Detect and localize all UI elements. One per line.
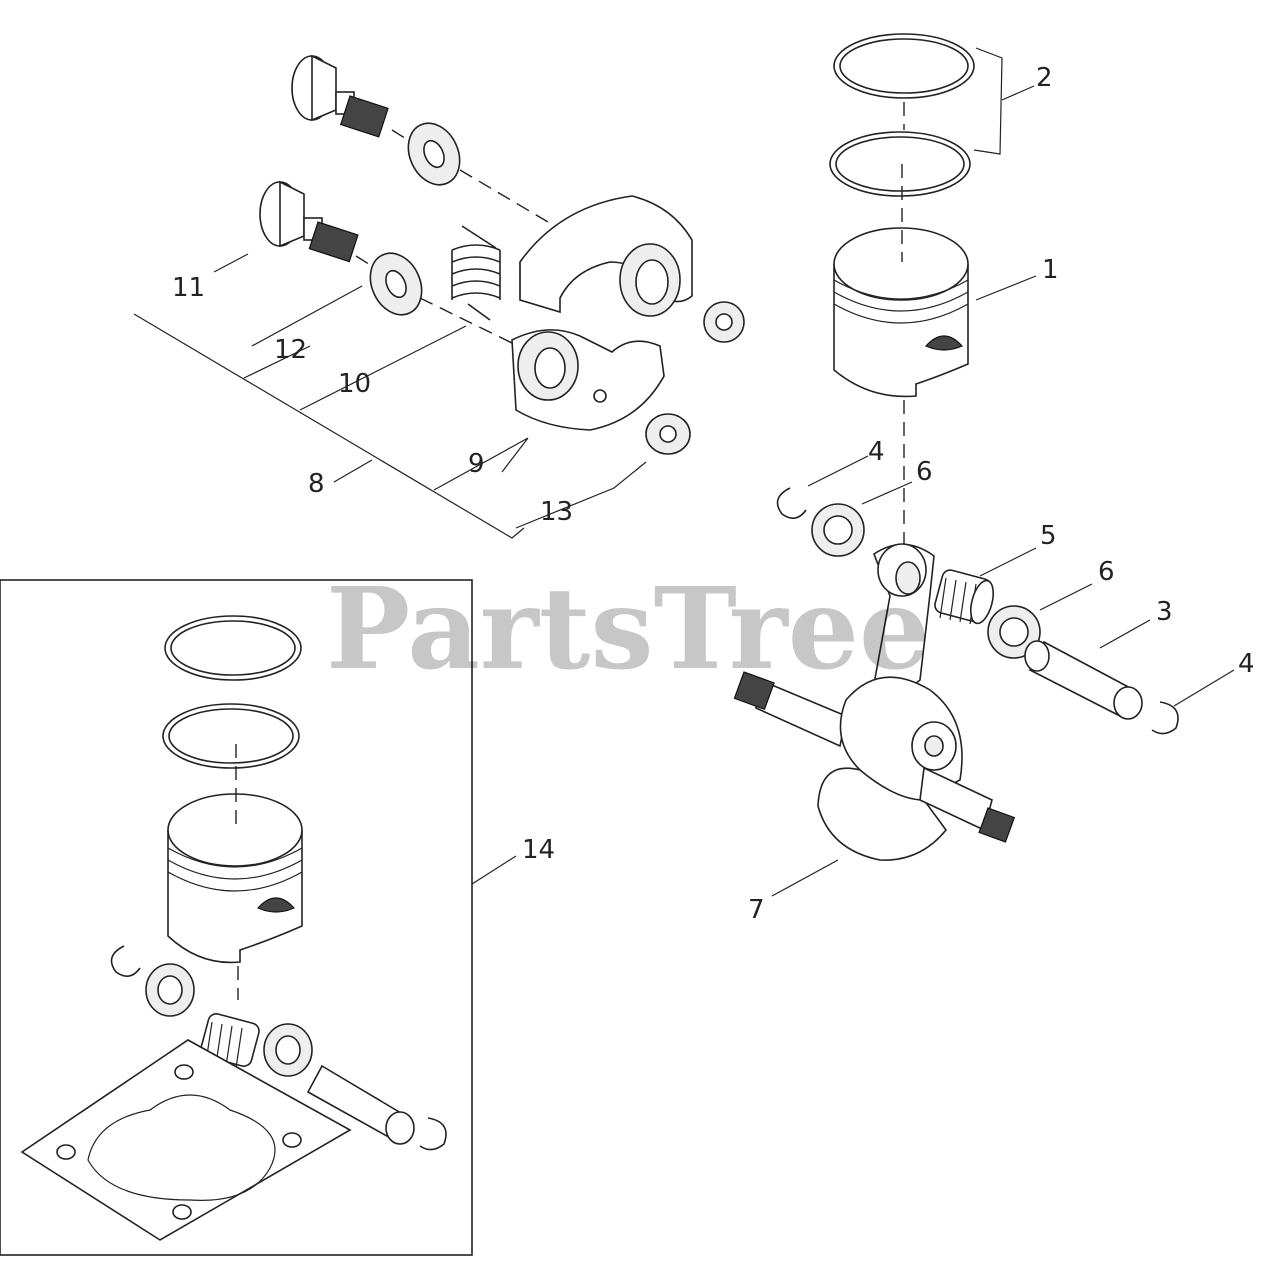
callout-5: 5 xyxy=(1040,521,1057,551)
callout-labels: 2 1 4 6 5 6 3 4 7 11 12 10 9 8 13 14 xyxy=(172,63,1255,925)
clutch-shoe-upper xyxy=(519,195,693,317)
callout-11: 11 xyxy=(172,273,205,303)
clutch-shoe-lower xyxy=(511,329,665,431)
circlip-right xyxy=(1151,701,1179,735)
clutch-washer-lower xyxy=(369,252,423,316)
callout-9: 9 xyxy=(468,449,485,479)
callout-12: 12 xyxy=(274,335,307,365)
piston-kit-box xyxy=(0,579,473,1256)
kit-cylinder-gasket xyxy=(20,1039,352,1241)
clutch-shoe-washer-upper xyxy=(703,301,745,343)
leader-lines xyxy=(213,47,1235,897)
kit-needle-washer-left xyxy=(145,963,195,1017)
kit-circlip-right xyxy=(419,1117,447,1151)
clutch-bolt-upper xyxy=(291,54,389,138)
piston-pin xyxy=(1024,640,1143,720)
crankshaft xyxy=(733,543,1016,861)
clutch-shoe-washer-lower xyxy=(645,413,691,455)
needle-washer-left xyxy=(811,503,865,557)
callout-14: 14 xyxy=(522,835,555,865)
kit-piston-ring-upper xyxy=(164,615,302,681)
kit-circlip-left xyxy=(110,945,141,977)
callout-4-upper: 4 xyxy=(868,437,885,467)
callout-2: 2 xyxy=(1036,63,1053,93)
kit-piston xyxy=(167,793,303,964)
clutch-assembly xyxy=(133,54,745,539)
circlip-left xyxy=(776,487,807,519)
clutch-spring xyxy=(451,225,501,321)
callout-8: 8 xyxy=(308,469,325,499)
callout-13: 13 xyxy=(540,497,573,527)
callout-4-lower: 4 xyxy=(1238,649,1255,679)
clutch-washer-upper xyxy=(407,122,461,186)
callout-3: 3 xyxy=(1156,597,1173,627)
piston xyxy=(833,227,969,398)
callout-1: 1 xyxy=(1042,255,1059,285)
clutch-bolt-lower xyxy=(259,180,359,263)
kit-piston-ring-lower xyxy=(162,703,300,769)
piston-ring-lower xyxy=(829,131,971,197)
kit-needle-washer-right xyxy=(263,1023,313,1077)
piston-ring-upper xyxy=(833,33,975,99)
kit-piston-pin xyxy=(306,1064,415,1145)
callout-7: 7 xyxy=(748,895,765,925)
partstree-watermark: PartsTree xyxy=(326,564,930,695)
callout-10: 10 xyxy=(338,369,371,399)
kit-needle-bearing xyxy=(200,1013,260,1069)
callout-6-lower: 6 xyxy=(1098,557,1115,587)
callout-6-upper: 6 xyxy=(916,457,933,487)
needle-bearing xyxy=(934,569,995,625)
needle-washer-right xyxy=(987,605,1041,659)
piston-crank-assembly xyxy=(733,33,1179,861)
